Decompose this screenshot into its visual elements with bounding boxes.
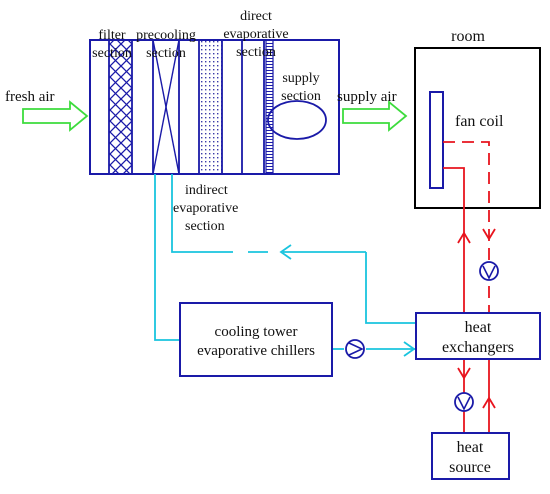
hot-water-flow-arrows bbox=[457, 228, 496, 409]
direct-evaporative-label: evaporative bbox=[223, 27, 288, 42]
heat-exchangers-label: heat bbox=[465, 319, 492, 336]
heat-source-label: source bbox=[449, 459, 491, 476]
supply-section-label: supply bbox=[282, 71, 319, 86]
pump-icon bbox=[479, 261, 499, 281]
flow-arrow-icon bbox=[457, 367, 471, 380]
indirect-evaporative-label: indirect bbox=[185, 183, 228, 198]
cooling-water-loop bbox=[154, 174, 416, 350]
hot-water-loop bbox=[443, 141, 490, 433]
cooling-tower-label: cooling tower bbox=[215, 324, 298, 340]
indirect-evaporative-label: section bbox=[185, 219, 225, 234]
pump-icon bbox=[345, 339, 365, 359]
precooling-section bbox=[152, 39, 180, 175]
flow-arrow-icon bbox=[482, 396, 496, 409]
heat-source-box bbox=[431, 432, 510, 480]
filter-section-label: filter bbox=[98, 28, 126, 43]
direct-evaporative-media bbox=[198, 39, 223, 175]
flow-arrow-icon bbox=[457, 231, 471, 244]
cooling-tower-box bbox=[179, 302, 333, 377]
heat-exchangers-label: exchangers bbox=[442, 339, 514, 356]
eliminator-plates bbox=[265, 39, 274, 175]
supply-section-label: section bbox=[281, 89, 321, 104]
flow-arrow-icon bbox=[482, 228, 496, 241]
filter-section-label: section bbox=[92, 46, 132, 61]
fresh-air-arrow-icon bbox=[22, 100, 89, 132]
fresh-air-label: fresh air bbox=[5, 89, 55, 105]
direct-evaporative-label: section bbox=[236, 45, 276, 60]
flow-arrow-icon bbox=[403, 341, 416, 357]
cooling-tower-label: evaporative chillers bbox=[197, 343, 315, 359]
heat-source-label: heat bbox=[457, 439, 484, 456]
indirect-evaporative-label: evaporative bbox=[173, 201, 238, 216]
direct-evaporative-section bbox=[241, 39, 265, 175]
supply-fan bbox=[267, 100, 327, 140]
fan-coil-label: fan coil bbox=[455, 113, 504, 130]
room-label: room bbox=[451, 28, 485, 45]
air-handling-unit bbox=[89, 39, 340, 175]
fan-coil-unit bbox=[429, 91, 444, 189]
room-box bbox=[414, 47, 541, 209]
direct-evaporative-label: direct bbox=[240, 9, 272, 24]
precooling-section-label: section bbox=[146, 46, 186, 61]
pump-icon bbox=[454, 392, 474, 412]
supply-air-label: supply air bbox=[337, 89, 397, 105]
flow-arrow-icon bbox=[279, 244, 292, 260]
heat-exchangers-box bbox=[415, 312, 541, 360]
precooling-section-label: precooling bbox=[136, 28, 196, 43]
filter-section bbox=[108, 39, 133, 175]
supply-air-arrow-icon bbox=[342, 100, 408, 132]
